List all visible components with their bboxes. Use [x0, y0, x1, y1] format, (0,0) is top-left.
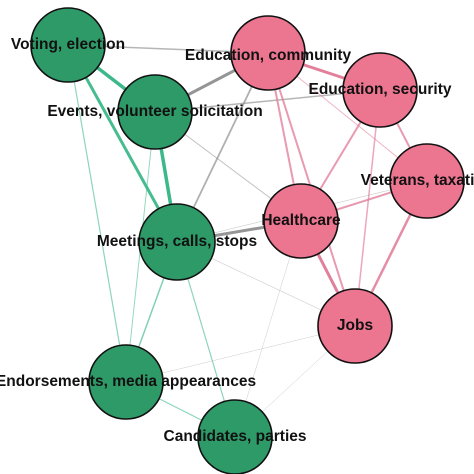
node-edu_security[interactable]: [342, 52, 418, 128]
edge-voting-endorsements: [67, 44, 127, 383]
edge-edu_security-jobs: [354, 89, 381, 327]
node-meetings[interactable]: [138, 203, 216, 281]
edge-endorsements-jobs: [125, 325, 356, 383]
node-veterans[interactable]: [389, 143, 465, 219]
node-label-veterans: Veterans, taxation: [361, 172, 474, 189]
node-label-edu_community: Education, community: [185, 47, 352, 64]
node-label-voting: Voting, election: [11, 36, 125, 53]
node-label-meetings: Meetings, calls, stops: [97, 233, 257, 250]
node-endorsements[interactable]: [88, 344, 164, 420]
node-voting[interactable]: [30, 7, 106, 83]
node-jobs[interactable]: [317, 288, 393, 364]
node-label-endorsements: Endorsements, media appearances: [0, 373, 256, 390]
node-healthcare[interactable]: [263, 183, 339, 259]
node-label-jobs: Jobs: [337, 317, 373, 334]
node-label-edu_security: Education, security: [309, 81, 452, 98]
node-candidates[interactable]: [197, 399, 273, 474]
node-layer: [30, 7, 465, 474]
node-label-events: Events, volunteer solicitation: [47, 103, 262, 120]
node-label-healthcare: Healthcare: [261, 212, 341, 229]
node-events[interactable]: [117, 74, 193, 150]
node-edu_community[interactable]: [230, 15, 306, 91]
node-label-candidates: Candidates, parties: [164, 428, 307, 445]
